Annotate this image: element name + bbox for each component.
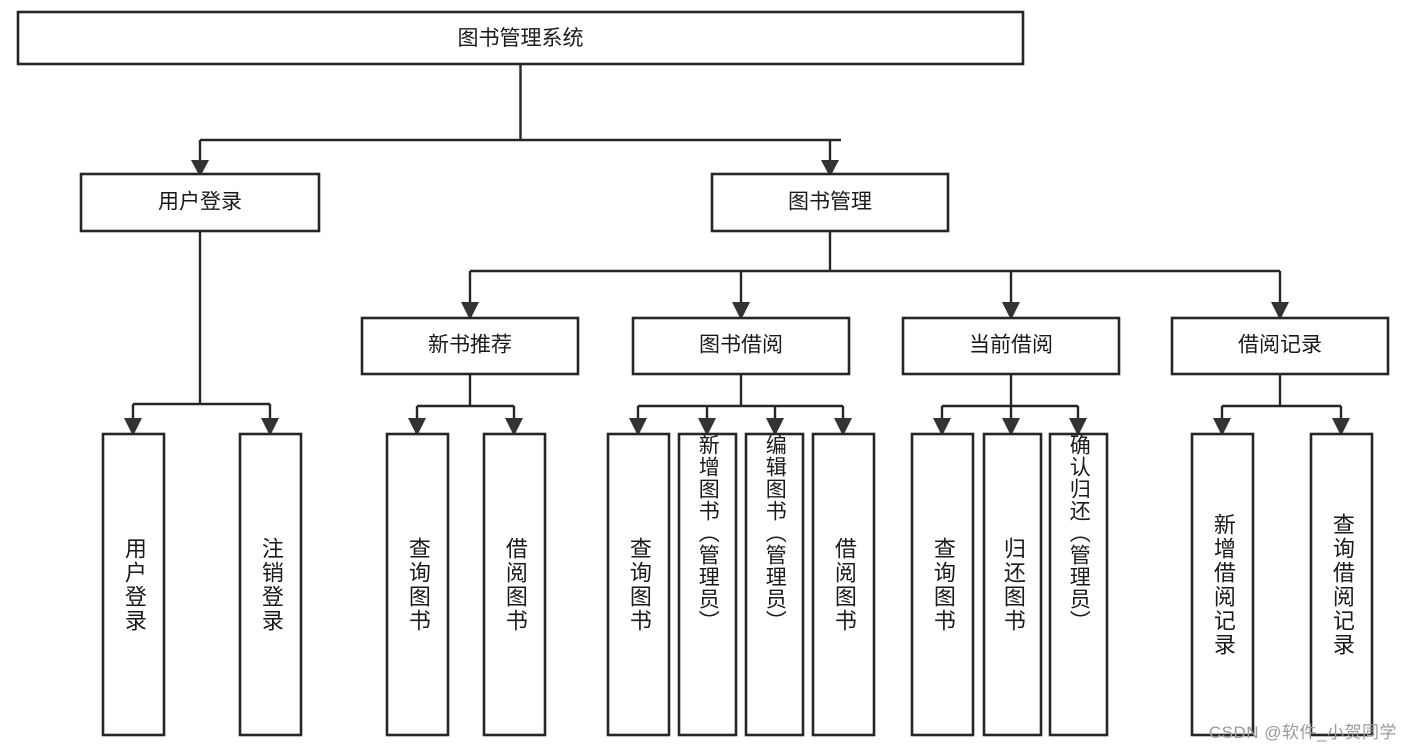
arrow-to-leaf-query-book-1 (408, 418, 426, 436)
node-leaf-edit-book-box[interactable] (744, 432, 805, 737)
arrow-to-leaf-borrow-book-2 (834, 418, 852, 436)
node-user-login-box[interactable] (79, 172, 321, 233)
arrow-to-leaf-borrow-book-1 (505, 418, 523, 436)
node-leaf-add-record-box[interactable] (1190, 432, 1255, 737)
connector-newbook-bus (415, 374, 516, 418)
connector-layer (131, 64, 1343, 418)
node-borrow-record-box[interactable] (1170, 316, 1390, 376)
node-leaf-query-book-3-box[interactable] (910, 432, 975, 737)
node-leaf-return-book-box[interactable] (982, 432, 1043, 737)
arrow-to-leaf-logout (261, 418, 279, 436)
node-borrow-record[interactable]: 借阅记录 (1170, 316, 1390, 376)
arrow-to-leaf-add-record (1213, 418, 1231, 436)
arrow-to-leaf-query-book-2 (629, 418, 647, 436)
node-user-login-label: 用户登录 (158, 191, 242, 214)
arrow-to-new-book-recommend (461, 302, 479, 320)
node-new-book-recommend-box[interactable] (360, 316, 580, 376)
node-current-borrow-label: 当前借阅 (969, 334, 1053, 357)
connector-userlogin-bus (131, 231, 272, 418)
node-book-borrow-label: 图书借阅 (699, 334, 783, 357)
node-book-manage-label: 图书管理 (788, 191, 872, 214)
connector-borrowrecord-bus (1220, 374, 1343, 418)
leaf-box-layer (101, 432, 1374, 737)
connector-root-bus (198, 64, 841, 160)
arrow-to-book-borrow (732, 302, 750, 320)
node-root-label: 图书管理系统 (458, 27, 584, 50)
node-leaf-borrow-book-1-box[interactable] (482, 432, 547, 737)
arrow-to-current-borrow (1002, 302, 1020, 320)
node-leaf-borrow-book-2-box[interactable] (811, 432, 876, 737)
node-leaf-logout-box[interactable] (238, 432, 303, 737)
node-book-manage[interactable]: 图书管理 (710, 172, 950, 233)
node-book-borrow-box[interactable] (631, 316, 851, 376)
node-book-borrow[interactable]: 图书借阅 (631, 316, 851, 376)
node-leaf-confirm-return-box[interactable] (1048, 432, 1109, 737)
arrow-to-user-login (191, 160, 209, 177)
node-new-book-recommend-label: 新书推荐 (428, 334, 512, 357)
arrow-to-leaf-query-record (1332, 418, 1350, 436)
connector-bookborrow-bus (636, 374, 845, 418)
arrow-to-leaf-edit-book (766, 418, 784, 436)
node-borrow-record-label: 借阅记录 (1238, 334, 1322, 357)
node-leaf-user-login-box[interactable] (101, 432, 166, 737)
arrow-to-leaf-confirm-return (1069, 418, 1087, 436)
arrow-to-book-manage (821, 160, 839, 177)
node-root[interactable]: 图书管理系统 (16, 10, 1025, 66)
connector-bookmanage-bus (468, 231, 1282, 302)
arrow-to-leaf-add-book (698, 418, 716, 436)
node-root-box[interactable] (16, 10, 1025, 66)
node-leaf-add-book-box[interactable] (677, 432, 738, 737)
arrow-to-leaf-query-book-3 (933, 418, 951, 436)
node-book-manage-box[interactable] (710, 172, 950, 233)
arrow-to-leaf-return-book (1002, 418, 1020, 436)
node-new-book-recommend[interactable]: 新书推荐 (360, 316, 580, 376)
arrow-to-leaf-user-login (124, 418, 142, 436)
arrowhead-layer (124, 160, 1350, 436)
arrow-to-borrow-record (1271, 302, 1289, 320)
connector-currentborrow-bus (940, 374, 1080, 418)
node-leaf-query-book-1-box[interactable] (385, 432, 450, 737)
node-user-login[interactable]: 用户登录 (79, 172, 321, 233)
watermark-text: CSDN @软件_小贺同学 (1208, 723, 1397, 742)
node-leaf-query-record-box[interactable] (1309, 432, 1374, 737)
node-current-borrow-box[interactable] (901, 316, 1121, 376)
node-current-borrow[interactable]: 当前借阅 (901, 316, 1121, 376)
node-leaf-query-book-2-box[interactable] (606, 432, 671, 737)
